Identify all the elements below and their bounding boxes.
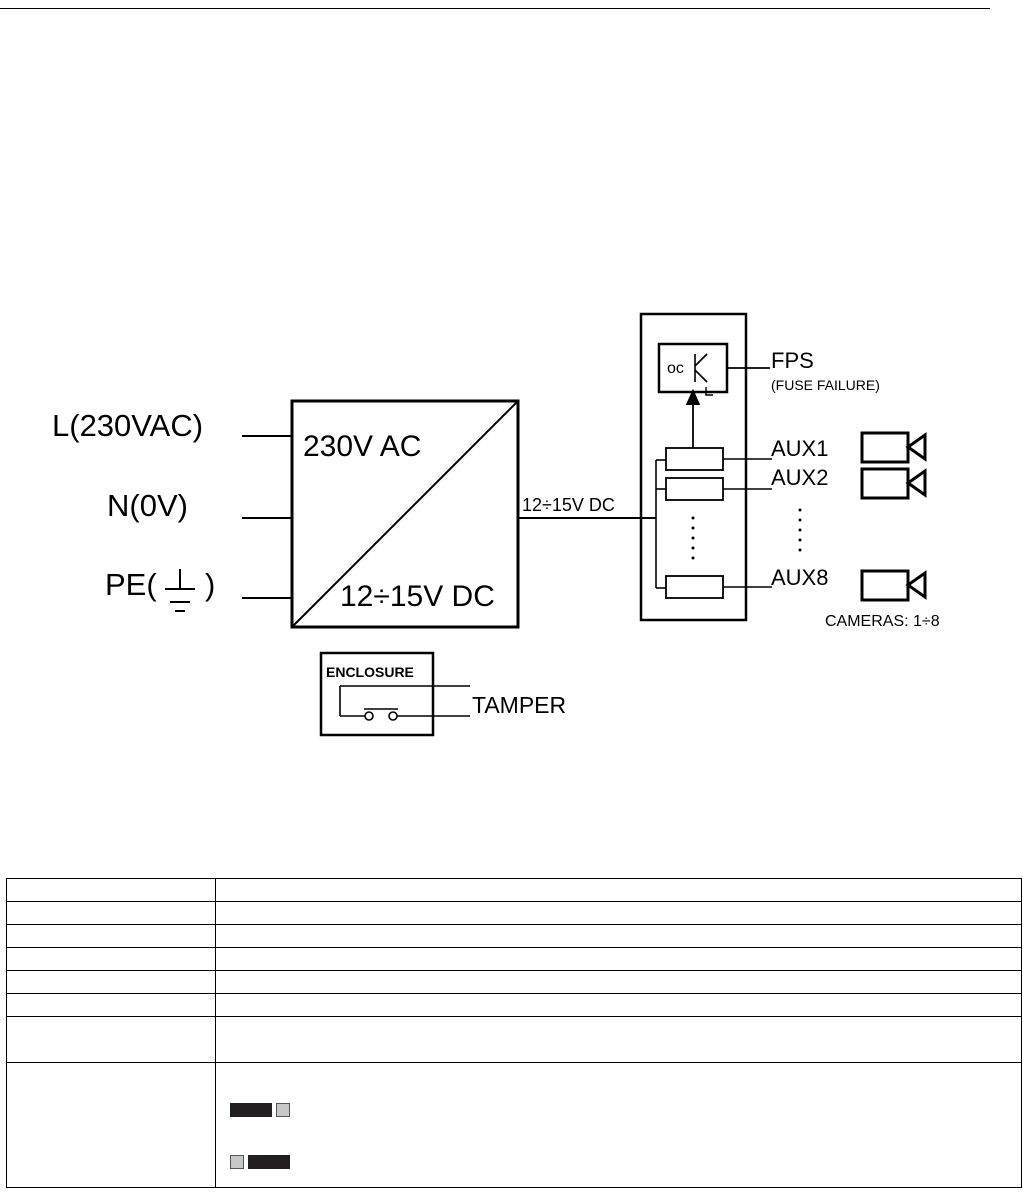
table-row xyxy=(6,1062,1022,1188)
tamper-label: TAMPER xyxy=(472,692,566,718)
converter-output-label: 12÷15V DC xyxy=(340,580,495,613)
top-rule xyxy=(0,8,990,9)
input-label-pe: PE( xyxy=(105,567,157,602)
table-row xyxy=(6,924,1022,948)
input-label-n: N(0V) xyxy=(107,488,188,523)
fuse-aux8 xyxy=(665,575,724,599)
aux-label-8: AUX8 xyxy=(771,565,828,590)
led-indicator-pair xyxy=(230,1103,290,1117)
distribution-module xyxy=(639,312,748,622)
camera-icon-2 xyxy=(860,467,927,500)
table-row xyxy=(6,993,1022,1017)
led-indicator-pair xyxy=(230,1155,290,1169)
input-wires xyxy=(242,435,292,599)
enclosure-label: ENCLOSURE xyxy=(326,664,414,680)
camera-icon-1 xyxy=(860,431,927,464)
led-on-swatch xyxy=(230,1103,272,1117)
dc-bus-label: 12÷15V DC xyxy=(522,495,615,515)
earth-ground-icon xyxy=(165,569,195,612)
enclosure-box xyxy=(319,651,435,737)
block-diagram: L(230VAC) N(0V) PE( ) 230V AC 12÷15V DC … xyxy=(52,312,940,737)
led-off-swatch xyxy=(230,1155,244,1169)
input-label-l: L(230VAC) xyxy=(52,408,203,443)
led-off-swatch xyxy=(276,1103,290,1117)
table-row xyxy=(6,901,1022,925)
led-on-swatch xyxy=(248,1155,290,1169)
table-row xyxy=(6,970,1022,994)
table-row xyxy=(6,947,1022,971)
spec-table xyxy=(6,878,1022,1188)
tamper-switch xyxy=(339,685,470,721)
camera-icon-8 xyxy=(860,569,927,602)
table-row xyxy=(6,878,1022,902)
fuse-aux2 xyxy=(665,477,724,501)
table-row xyxy=(6,1016,1022,1063)
converter-input-label: 230V AC xyxy=(303,430,421,463)
aux-label-2: AUX2 xyxy=(771,465,828,490)
aux-ellipsis xyxy=(798,508,802,552)
fps-label: FPS xyxy=(771,348,814,373)
internal-bus xyxy=(655,459,666,589)
input-label-pe-close: ) xyxy=(205,567,215,602)
fuse-aux1 xyxy=(665,447,724,471)
fuse-ellipsis xyxy=(691,516,695,560)
aux-label-1: AUX1 xyxy=(771,436,828,461)
converter-block xyxy=(290,399,520,629)
cameras-label: CAMERAS: 1÷8 xyxy=(825,613,940,630)
fps-oc-label: oc xyxy=(667,360,684,377)
fps-sublabel: (FUSE FAILURE) xyxy=(771,377,880,393)
aux-output-wires xyxy=(723,458,772,588)
